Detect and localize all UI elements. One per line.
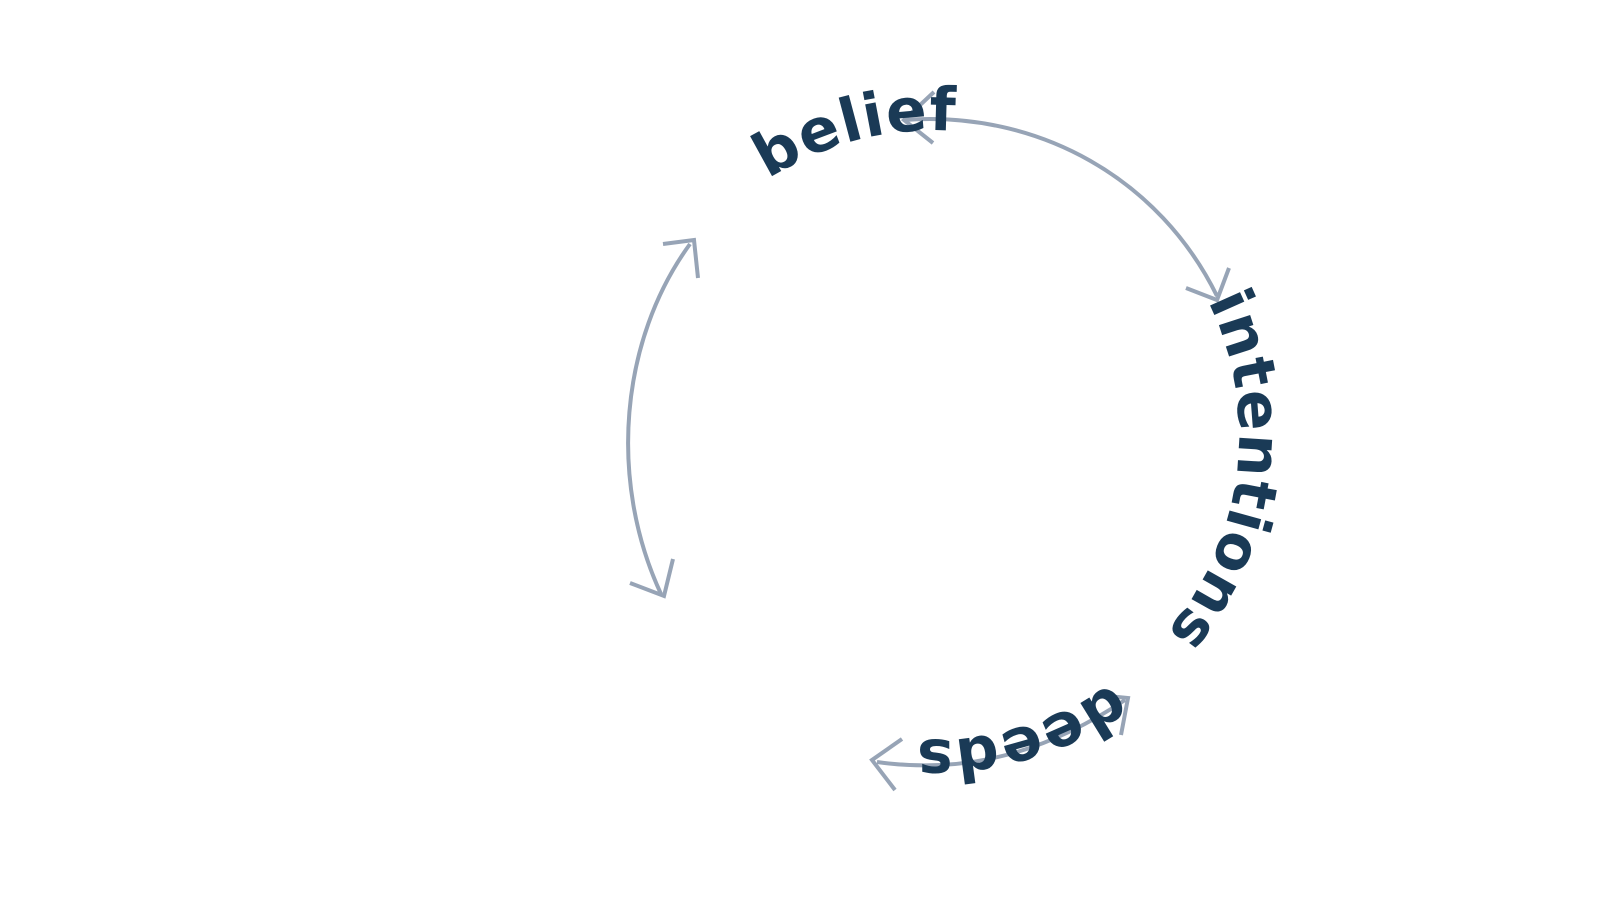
arrow-intentions-deeds [869, 693, 1131, 792]
arrow-belief-intentions [900, 90, 1231, 303]
arrow-deeds-belief [626, 237, 700, 599]
